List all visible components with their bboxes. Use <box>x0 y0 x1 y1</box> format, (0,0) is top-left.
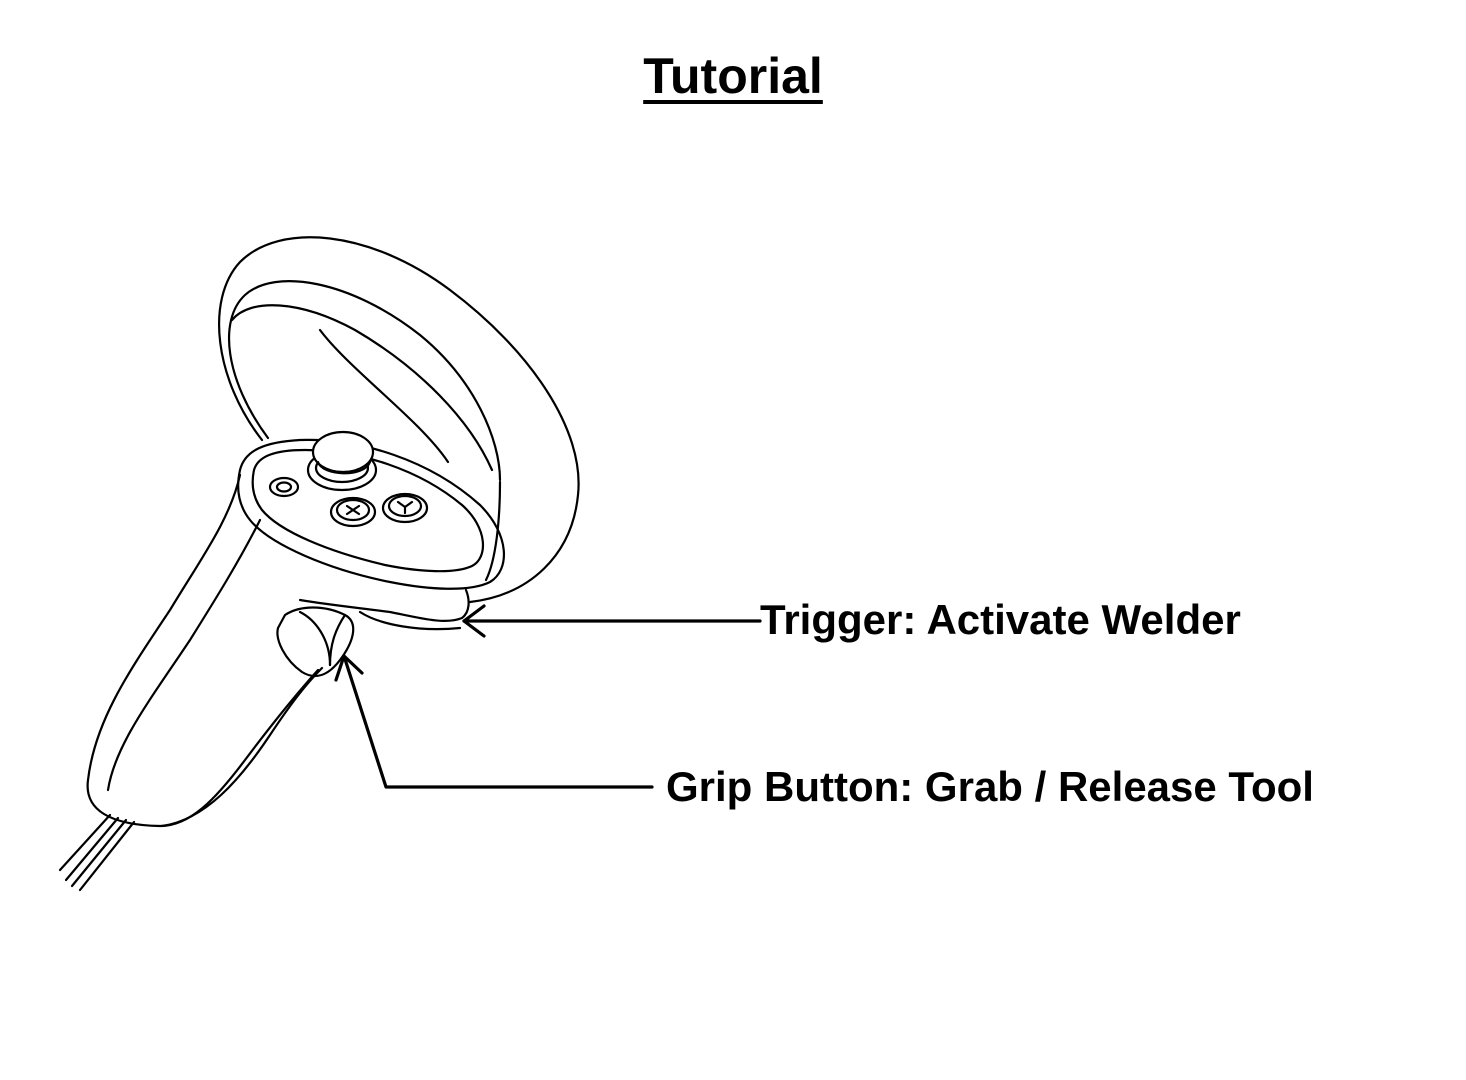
grip-button <box>276 606 355 678</box>
face-plate-outer <box>237 438 506 590</box>
trigger-housing <box>298 588 470 622</box>
tracking-ring-rim-2 <box>484 480 502 582</box>
grip-button-face <box>298 610 332 667</box>
grip-callout-label: Grip Button: Grab / Release Tool <box>666 763 1314 810</box>
cable-3 <box>70 818 128 888</box>
x-glyph-icon <box>345 504 361 516</box>
cable-4 <box>78 820 136 892</box>
menu-button-inner <box>275 481 293 493</box>
tracking-ring-outer <box>217 236 580 604</box>
grip-callout-line <box>342 654 654 789</box>
menu-button <box>268 476 300 498</box>
page-title: Tutorial <box>643 48 823 104</box>
x-button <box>329 496 377 528</box>
thumbstick-shaft <box>316 460 372 475</box>
trigger-arrowhead-icon <box>462 604 486 638</box>
handle-back-edge <box>160 666 324 828</box>
y-button <box>381 492 429 524</box>
grip-arrowhead-icon <box>334 654 364 682</box>
x-button-cap <box>335 498 371 522</box>
trigger-housing-lower <box>358 610 462 631</box>
grip-button-edge <box>328 613 347 667</box>
cable-2 <box>64 816 120 882</box>
y-button-cap <box>387 494 423 518</box>
tracking-ring-inner-2 <box>230 304 494 472</box>
handle-inner-edge <box>106 518 262 792</box>
trigger-callout-label: Trigger: Activate Welder <box>760 596 1241 643</box>
y-glyph-icon <box>396 500 414 515</box>
thumbstick-cap <box>311 430 375 474</box>
tracking-ring-rim <box>318 328 450 464</box>
cable-1 <box>58 813 112 872</box>
handle-outer <box>86 473 320 828</box>
tracking-ring-inner <box>228 280 502 482</box>
